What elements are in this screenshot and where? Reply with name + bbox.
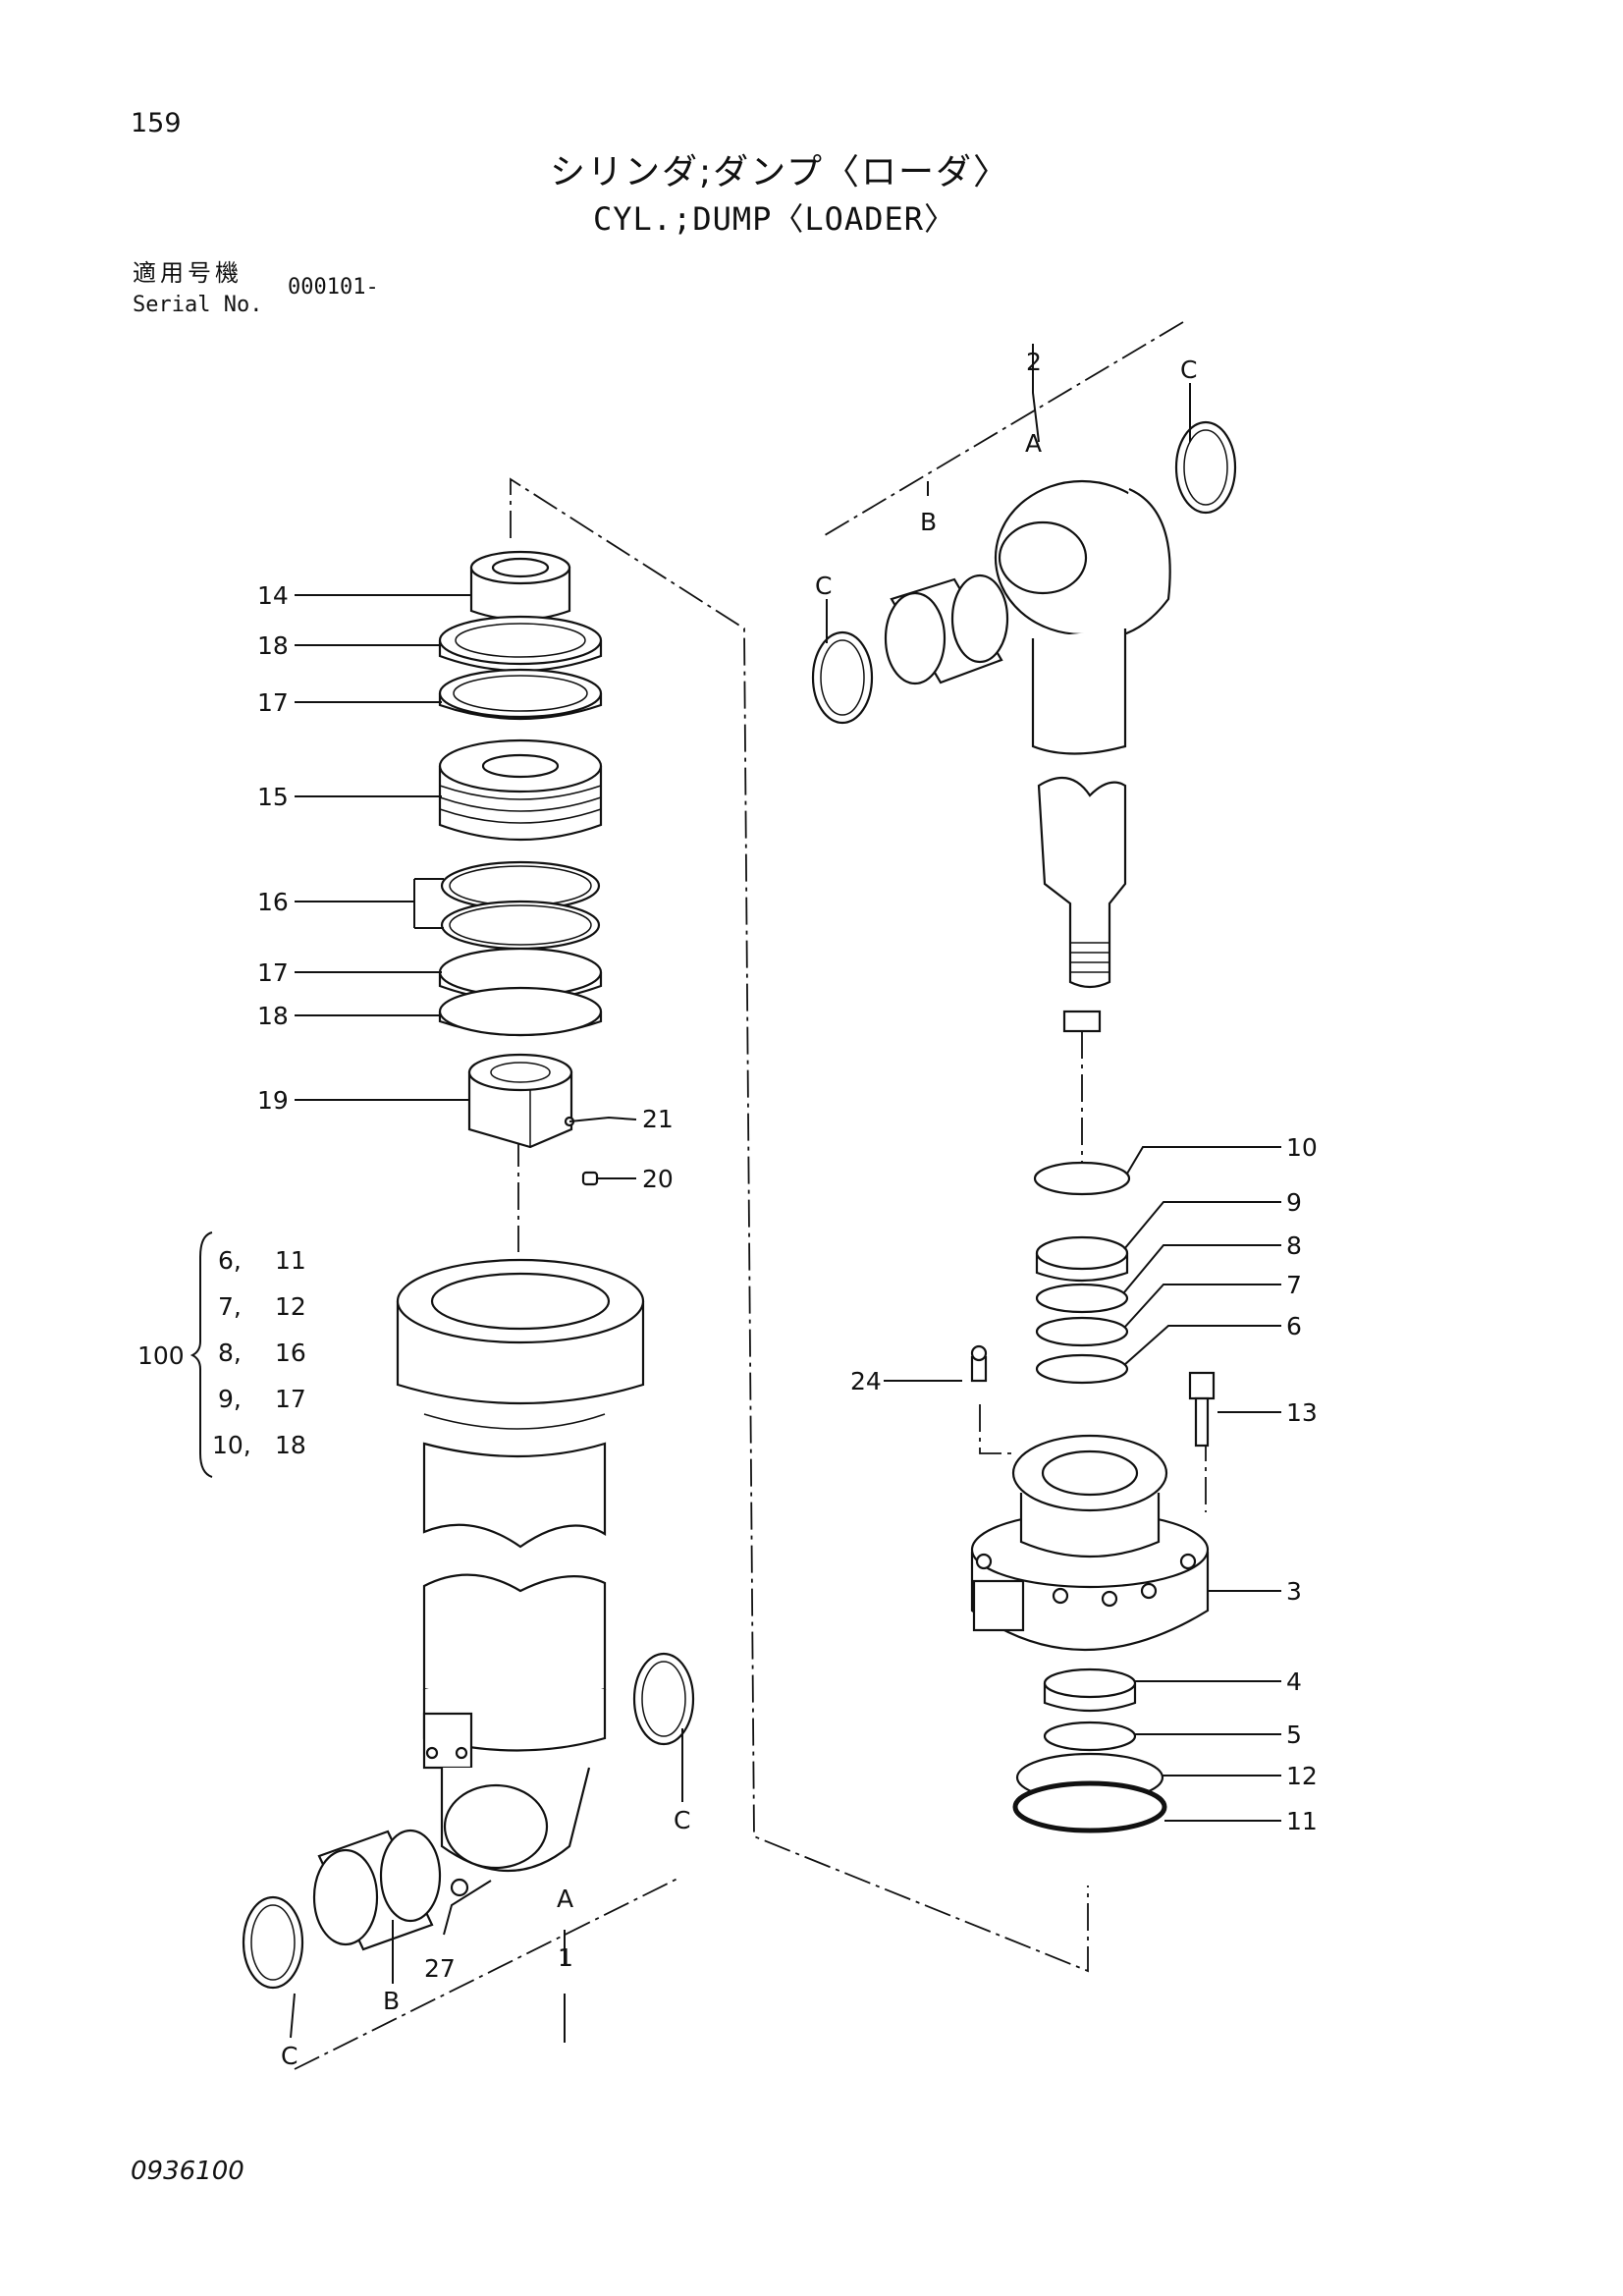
callout-17-upper: 17 <box>257 688 289 717</box>
part-17-ring <box>438 668 603 721</box>
part-13-bolt <box>1188 1371 1216 1448</box>
callout-11: 11 <box>1286 1807 1318 1835</box>
kit-row-5-left: 10, <box>212 1431 251 1459</box>
serial-label-japanese: 適用号機 <box>133 259 243 287</box>
kit-row-2-right: 12 <box>275 1292 306 1321</box>
callout-17-lower: 17 <box>257 958 289 987</box>
part-bushing-right <box>884 574 1009 685</box>
callout-19: 19 <box>257 1086 289 1115</box>
kit-row-4-right: 17 <box>275 1385 306 1413</box>
callout-15: 15 <box>257 783 289 811</box>
serial-label-english: Serial No. <box>133 293 263 317</box>
callout-12: 12 <box>1286 1762 1318 1790</box>
part-24-fitting <box>970 1344 988 1383</box>
callout-A-upper: A <box>1025 429 1042 458</box>
part-seal-left-upper <box>632 1652 695 1746</box>
part-2-piston-rod <box>994 479 1171 1033</box>
callout-2: 2 <box>1026 348 1042 376</box>
kit-row-1-right: 11 <box>275 1246 306 1275</box>
kit-row-4-left: 9, <box>218 1385 242 1413</box>
callout-1: 1 <box>558 1943 573 1972</box>
serial-value: 000101- <box>288 275 379 300</box>
callout-B-lower: B <box>383 1987 400 2015</box>
callout-5: 5 <box>1286 1721 1302 1749</box>
parts-6-to-10-rings <box>1033 1161 1131 1385</box>
part-15-piston <box>438 738 603 842</box>
callout-24: 24 <box>850 1367 882 1395</box>
part-3-cylinder-head <box>970 1434 1210 1651</box>
callout-labels: 14 18 17 15 16 17 18 19 21 20 100 10 9 8… <box>137 348 1318 2070</box>
page-number: 159 <box>131 108 182 138</box>
kit-row-5-right: 18 <box>275 1431 306 1459</box>
part-bushing-left <box>312 1829 442 1951</box>
callout-3: 3 <box>1286 1577 1302 1606</box>
part-seal-left <box>242 1895 304 1990</box>
part-17-18-lower-rings <box>438 947 603 1037</box>
part-seal-right <box>811 630 874 725</box>
callout-C-right-lower: C <box>674 1806 690 1834</box>
callout-9: 9 <box>1286 1188 1302 1217</box>
callout-100: 100 <box>137 1341 185 1370</box>
callout-B-upper: B <box>920 508 937 536</box>
kit-row-3-left: 8, <box>218 1339 242 1367</box>
callout-16: 16 <box>257 888 289 916</box>
part-16-seal-pair <box>440 860 601 951</box>
kit-100-brace <box>189 1231 213 1478</box>
callout-13: 13 <box>1286 1398 1318 1427</box>
callout-A-lower: A <box>557 1885 573 1913</box>
callout-6: 6 <box>1286 1312 1302 1340</box>
kit-row-3-right: 16 <box>275 1339 306 1367</box>
part-19-nut <box>467 1053 573 1149</box>
title-english: CYL.;DUMP〈LOADER〉 <box>593 200 956 238</box>
parts-4-5-11-12-rings <box>1012 1667 1167 1833</box>
callout-7: 7 <box>1286 1271 1302 1299</box>
callout-18-upper: 18 <box>257 631 289 660</box>
kit-100-list: 6, 11 7, 12 8, 16 9, 17 10, 18 <box>212 1246 306 1459</box>
part-1-cylinder-tube <box>396 1258 645 1872</box>
part-14-nut <box>469 550 571 622</box>
callout-10: 10 <box>1286 1133 1318 1162</box>
callout-C-left-upper: C <box>815 572 832 600</box>
kit-row-2-left: 7, <box>218 1292 242 1321</box>
kit-row-1-left: 6, <box>218 1246 242 1275</box>
part-seal-right-upper <box>1174 420 1237 515</box>
assembly-guide-lines <box>294 321 1207 2070</box>
callout-20: 20 <box>642 1165 674 1193</box>
callout-18-lower: 18 <box>257 1002 289 1030</box>
callout-21: 21 <box>642 1105 674 1133</box>
callout-14: 14 <box>257 581 289 610</box>
callout-C-right-upper: C <box>1180 355 1197 384</box>
part-27-grease-fitting <box>450 1878 469 1897</box>
callout-4: 4 <box>1286 1667 1302 1696</box>
part-18-ring <box>438 615 603 673</box>
callout-27: 27 <box>424 1954 456 1983</box>
leader-lines <box>290 344 1281 2043</box>
callout-C-left-lower: C <box>281 2042 298 2070</box>
title-japanese: シリンダ;ダンプ〈ローダ〉 <box>550 152 1011 192</box>
callout-8: 8 <box>1286 1231 1302 1260</box>
document-number: 0936100 <box>131 2157 244 2186</box>
